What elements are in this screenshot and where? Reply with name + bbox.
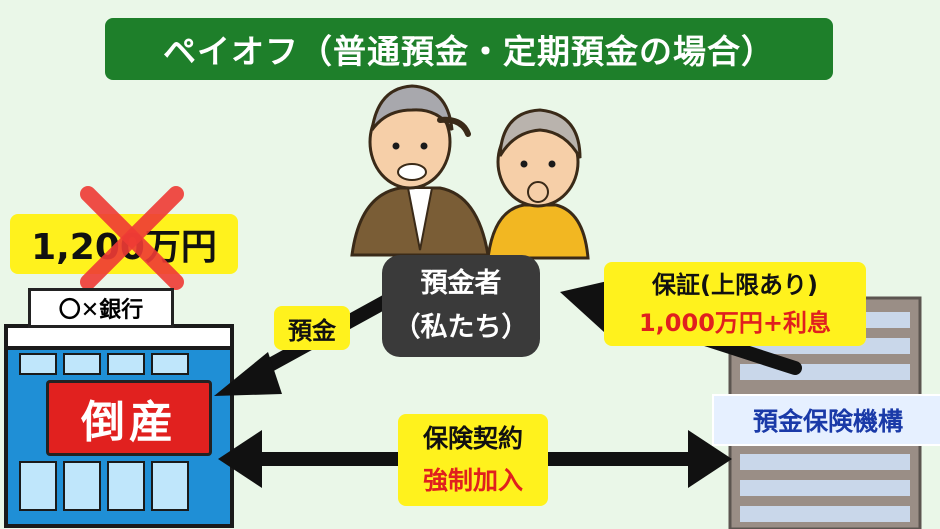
guarantee-box: 保証(上限あり) 1,000万円+利息 xyxy=(604,262,866,346)
page-title: ペイオフ（普通預金・定期預金の場合） xyxy=(105,18,833,80)
guarantee-label: 保証(上限あり) xyxy=(652,271,818,299)
mandatory-enrollment-label: 強制加入 xyxy=(422,466,523,495)
depositor-label: 預金者 xyxy=(420,268,502,299)
bankruptcy-sign: 倒産 xyxy=(46,380,212,456)
bank-name-sign: 〇✕銀行 xyxy=(28,288,174,328)
depositor-box: 預金者 （私たち） xyxy=(382,255,540,357)
insurance-contract-label: 保険契約 xyxy=(422,424,523,453)
elderly-couple-icon xyxy=(350,84,590,260)
deposit-insurance-corp-label: 預金保険機構 xyxy=(712,394,940,446)
insurance-contract-box: 保険契約 強制加入 xyxy=(398,414,548,506)
depositor-sublabel: （私たち） xyxy=(393,312,529,343)
cross-out-icon xyxy=(80,186,184,290)
guarantee-amount: 1,000万円+利息 xyxy=(638,309,832,337)
deposit-label: 預金 xyxy=(274,306,350,350)
